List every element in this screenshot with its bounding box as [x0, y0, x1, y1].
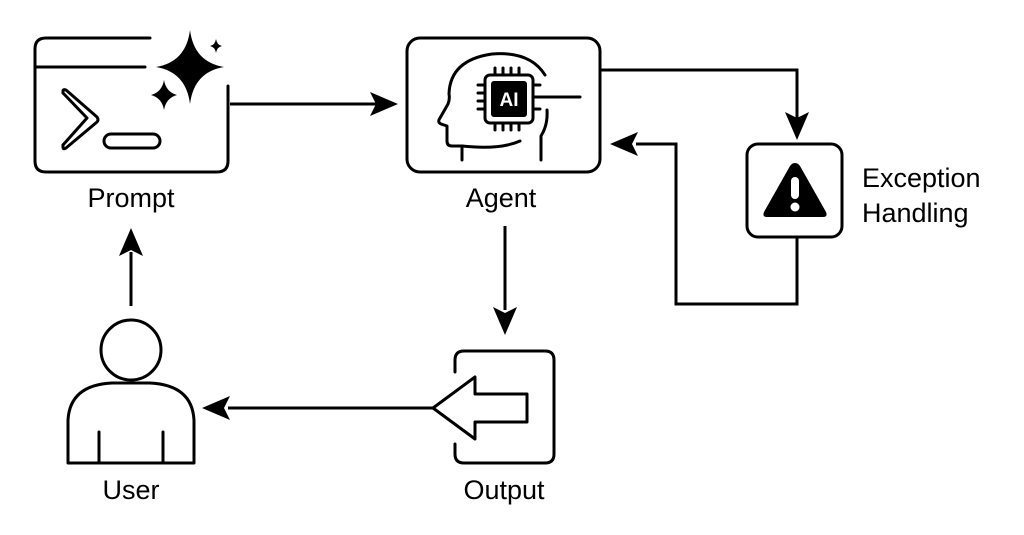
arrowheads — [119, 92, 809, 420]
arrowhead-left — [202, 396, 230, 420]
prompt-label: Prompt — [87, 183, 175, 213]
arrowhead-down — [493, 307, 517, 335]
arrowhead-up — [119, 228, 143, 256]
edge-exception-to-agent — [636, 142, 799, 306]
user-person-icon — [66, 318, 196, 465]
ai-chip-label: AI — [500, 90, 519, 111]
output-arrow-icon — [431, 349, 556, 465]
arrowhead-down — [785, 112, 809, 140]
prompt-terminal-sparkle-icon — [33, 36, 230, 174]
connectors — [129, 68, 799, 410]
sparkle-icon — [151, 30, 224, 110]
exception-label-line1: Exception — [862, 163, 981, 193]
exception-label-line2: Handling — [862, 198, 969, 228]
ai-head-icon — [405, 36, 602, 174]
output-label: Output — [463, 475, 545, 505]
warning-triangle-icon — [745, 142, 844, 239]
edge-agent-to-exception — [600, 68, 799, 118]
arrowhead-left — [610, 132, 638, 156]
ai-chip-core — [491, 81, 527, 117]
agent-label: Agent — [465, 183, 537, 213]
user-label: User — [102, 475, 160, 505]
arrowhead-right — [370, 92, 398, 116]
